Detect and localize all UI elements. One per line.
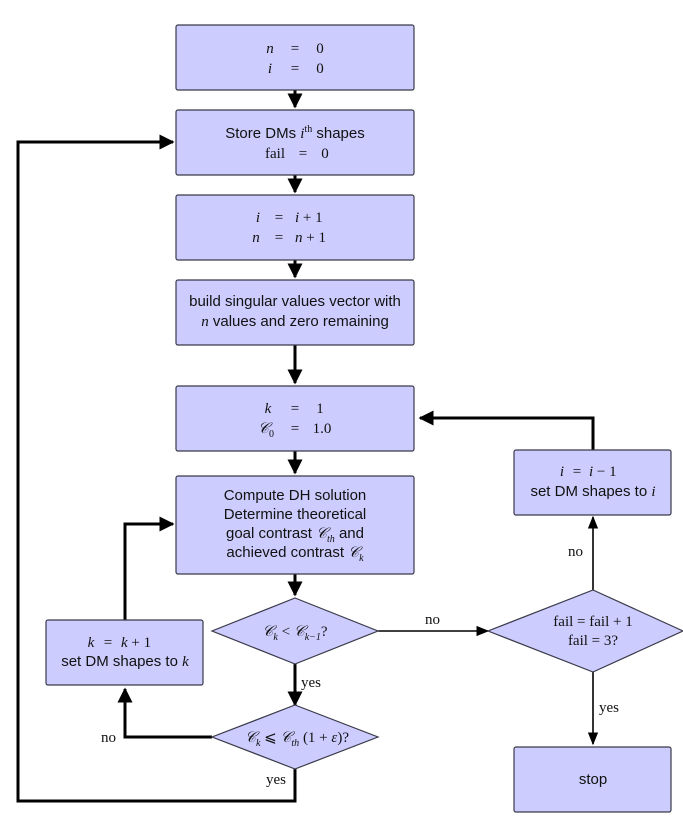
init-i-value: 0 (316, 61, 324, 77)
label-goal-yes: yes (266, 772, 286, 788)
reset-c0-value: 1.0 (313, 421, 332, 437)
inc-i-var: i (256, 210, 260, 226)
fail-check-line1: fail = fail + 1 (553, 614, 632, 630)
label-fail-no: no (568, 544, 583, 560)
inc-k-var: k (88, 635, 95, 651)
edge-goal-yes-loop (16, 134, 297, 803)
store-fail-var: fail (265, 146, 285, 162)
inc-i-eq: = (275, 210, 283, 226)
edges (16, 90, 599, 803)
node-reset-k: k = 1 𝒞0 = 1.0 (175, 385, 415, 452)
store-fail-value: 0 (321, 146, 329, 162)
inc-n-eq: = (275, 230, 283, 246)
reset-k-eq: = (291, 401, 299, 417)
build-line2: n values and zero remaining (201, 313, 389, 330)
label-fail-yes: yes (599, 700, 619, 716)
inc-k-expr: k + 1 (121, 635, 151, 651)
store-fail-eq: = (299, 146, 307, 162)
compute-line2: Determine theoretical (224, 506, 367, 523)
node-compute: Compute DH solution Determine theoretica… (175, 475, 415, 575)
fail-check-line2: fail = 3? (568, 633, 618, 649)
node-increment: i = i + 1 n = n + 1 (175, 194, 415, 261)
store-title: Store DMs ith shapes (225, 124, 365, 142)
inc-n-expr: n + 1 (295, 230, 326, 246)
node-goal-condition: 𝒞k ⩽ 𝒞th (1 + ε)? (210, 704, 380, 770)
init-n-eq: = (291, 41, 299, 57)
node-contrast-condition: 𝒞k < 𝒞k−1? (210, 597, 380, 665)
inc-k-line2: set DM shapes to k (61, 653, 189, 670)
goal-condition-text: 𝒞k ⩽ 𝒞th (1 + ε)? (245, 730, 349, 749)
reset-k-var: k (265, 401, 272, 417)
build-line1: build singular values vector with (189, 293, 401, 310)
node-init: n = 0 i = 0 (175, 24, 415, 91)
dec-i-line2: set DM shapes to i (530, 483, 655, 500)
node-build: build singular values vector with n valu… (175, 279, 415, 346)
dec-i-eq: = (573, 464, 581, 480)
node-dec-i: i = i − 1 set DM shapes to i (513, 449, 672, 516)
edge-goal-no (117, 687, 212, 739)
node-store: Store DMs ith shapes fail = 0 (175, 109, 415, 176)
dec-i-expr: i − 1 (589, 464, 617, 480)
init-n-value: 0 (316, 41, 324, 57)
edge-dec-i-loop (418, 410, 595, 450)
contrast-condition-text: 𝒞k < 𝒞k−1? (262, 624, 327, 643)
node-fail-check: fail = fail + 1 fail = 3? (486, 589, 683, 673)
inc-i-expr: i + 1 (295, 210, 323, 226)
inc-k-eq: = (104, 635, 112, 651)
stop-label: stop (579, 771, 607, 788)
init-i-var: i (268, 61, 272, 77)
inc-n-var: n (252, 230, 260, 246)
compute-line4: achieved contrast 𝒞k (226, 544, 364, 564)
dec-i-var: i (560, 464, 564, 480)
compute-line1: Compute DH solution (224, 487, 367, 504)
init-i-eq: = (291, 61, 299, 77)
reset-c0-eq: = (291, 421, 299, 437)
init-n-var: n (266, 41, 274, 57)
label-goal-no: no (101, 730, 116, 746)
label-contrast-no: no (425, 612, 440, 628)
edge-inc-k-loop (123, 516, 175, 620)
label-contrast-yes: yes (301, 675, 321, 691)
reset-k-value: 1 (316, 401, 324, 417)
node-inc-k: k = k + 1 set DM shapes to k (45, 619, 204, 686)
node-stop: stop (513, 746, 672, 813)
